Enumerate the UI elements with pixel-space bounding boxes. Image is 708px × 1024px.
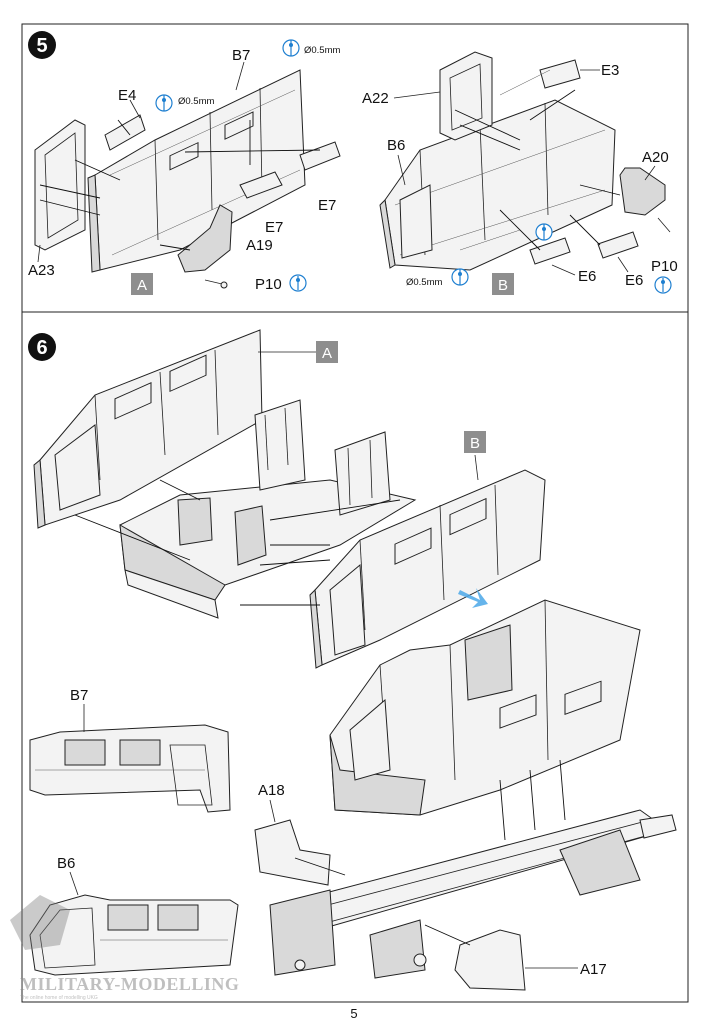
detail-b6 — [29, 894, 239, 976]
label-e6-b: E6 — [625, 272, 643, 289]
step-5-number: 5 — [36, 35, 47, 57]
label-p10: P10 — [255, 276, 282, 293]
completed-hull-assembly — [329, 599, 641, 841]
watermark: MILITARY-MODELLING The online home of mo… — [10, 895, 239, 1001]
label-drill-left: Ø0.5mm — [178, 96, 215, 107]
exploded-hull-assembly — [33, 329, 546, 669]
page-number: 5 — [350, 1006, 357, 1021]
label-p10-b: P10 — [651, 258, 678, 275]
label-drill-b: Ø0.5mm — [406, 277, 443, 288]
chassis-assembly — [254, 809, 677, 991]
step6-tag-b-label: B — [470, 435, 480, 452]
detail-b7 — [29, 724, 231, 813]
label-a19: A19 — [246, 237, 273, 254]
drill-hole-icon — [654, 276, 672, 294]
label-a23: A23 — [28, 262, 55, 279]
drill-hole-icon — [155, 94, 173, 112]
subassembly-tag-a-label: A — [137, 277, 147, 294]
watermark-subtitle: The online home of modelling UKG — [20, 995, 98, 1001]
label-a17: A17 — [580, 961, 607, 978]
label-a22: A22 — [362, 90, 389, 107]
drill-hole-icon — [451, 268, 469, 286]
subassembly-tag-a — [316, 341, 338, 363]
label-b7-detail: B7 — [70, 687, 88, 704]
label-b6: B6 — [387, 137, 405, 154]
label-drill-top: Ø0.5mm — [304, 45, 341, 56]
label-a20: A20 — [642, 149, 669, 166]
subassembly-tag-b — [492, 273, 514, 295]
label-e6-a: E6 — [578, 268, 596, 285]
label-b7: B7 — [232, 47, 250, 64]
subassembly-b-drawing — [379, 51, 671, 271]
subassembly-tag-b-label: B — [498, 277, 508, 294]
step-6-panel — [21, 311, 689, 1003]
label-e7-a: E7 — [265, 219, 283, 236]
label-e3: E3 — [601, 62, 619, 79]
subassembly-tag-a — [131, 273, 153, 295]
step-6-number: 6 — [36, 337, 47, 359]
step6-tag-a-label: A — [322, 345, 332, 362]
label-e7-b: E7 — [318, 197, 336, 214]
watermark-title: MILITARY-MODELLING — [20, 974, 239, 994]
arrow-hint-icon — [458, 588, 488, 608]
subassembly-tag-b — [464, 431, 486, 453]
label-e4: E4 — [118, 87, 136, 104]
step-6-badge — [28, 333, 56, 361]
step-5-badge — [28, 31, 56, 59]
drill-hole-icon — [289, 274, 307, 292]
label-a18: A18 — [258, 782, 285, 799]
drill-hole-icon — [535, 223, 553, 241]
subassembly-a-drawing — [34, 69, 341, 289]
drill-hole-icon — [282, 39, 300, 57]
label-b6-detail: B6 — [57, 855, 75, 872]
